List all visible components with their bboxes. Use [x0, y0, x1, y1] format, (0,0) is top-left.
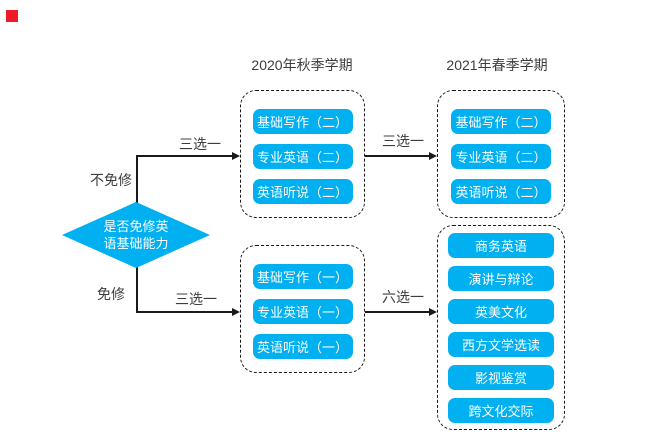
decision-text-line2: 语基础能力 [103, 236, 169, 251]
semester-header-spring: 2021年春季学期 [446, 57, 548, 73]
course-node: 专业英语（一） [252, 299, 353, 324]
connector-horizontal-top-left [136, 155, 233, 157]
red-square-marker [6, 10, 18, 22]
decision-diamond: 是否免修英 语基础能力 [62, 202, 210, 268]
course-node: 基础写作（一） [252, 264, 353, 289]
connector-horizontal-bottom-mid [365, 311, 430, 313]
course-node: 专业英语（二） [451, 144, 551, 169]
course-node: 演讲与辩论 [448, 266, 554, 291]
edge-label-choose-three-top-mid: 三选一 [382, 133, 424, 149]
edge-label-not-exempt: 不免修 [90, 172, 132, 188]
course-group-fall-not-exempt: 基础写作（二） 专业英语（二） 英语听说（二） [240, 90, 365, 218]
course-node: 英语听说（二） [451, 179, 551, 204]
connector-horizontal-top-mid [365, 155, 430, 157]
edge-label-choose-three-bottom-left: 三选一 [175, 291, 217, 307]
connector-vertical-top [136, 156, 138, 203]
semester-header-fall: 2020年秋季学期 [251, 57, 353, 73]
decision-text: 是否免修英 语基础能力 [103, 218, 168, 252]
course-node: 基础写作（二） [252, 109, 353, 134]
edge-label-choose-three-top-left: 三选一 [179, 136, 221, 152]
course-node: 英美文化 [448, 299, 554, 324]
edge-label-exempt: 免修 [97, 286, 125, 302]
arrowhead-icon [232, 152, 240, 160]
course-group-fall-exempt: 基础写作（一） 专业英语（一） 英语听说（一） [240, 245, 365, 373]
connector-vertical-bottom [136, 267, 138, 312]
course-node: 英语听说（二） [252, 179, 353, 204]
course-group-spring-not-exempt: 基础写作（二） 专业英语（二） 英语听说（二） [437, 90, 565, 218]
course-node: 基础写作（二） [451, 109, 551, 134]
course-node: 影视鉴赏 [448, 365, 554, 390]
course-group-spring-exempt: 商务英语 演讲与辩论 英美文化 西方文学选读 影视鉴赏 跨文化交际 [437, 225, 565, 430]
course-node: 跨文化交际 [448, 398, 554, 423]
course-node: 西方文学选读 [448, 332, 554, 357]
arrowhead-icon [429, 308, 437, 316]
decision-text-line1: 是否免修英 [103, 219, 169, 234]
course-node: 商务英语 [448, 233, 554, 258]
connector-horizontal-bottom-left [136, 311, 233, 313]
course-node: 专业英语（二） [252, 144, 353, 169]
edge-label-choose-six-bottom-mid: 六选一 [382, 289, 424, 305]
arrowhead-icon [429, 152, 437, 160]
course-node: 英语听说（一） [252, 334, 353, 359]
arrowhead-icon [232, 308, 240, 316]
